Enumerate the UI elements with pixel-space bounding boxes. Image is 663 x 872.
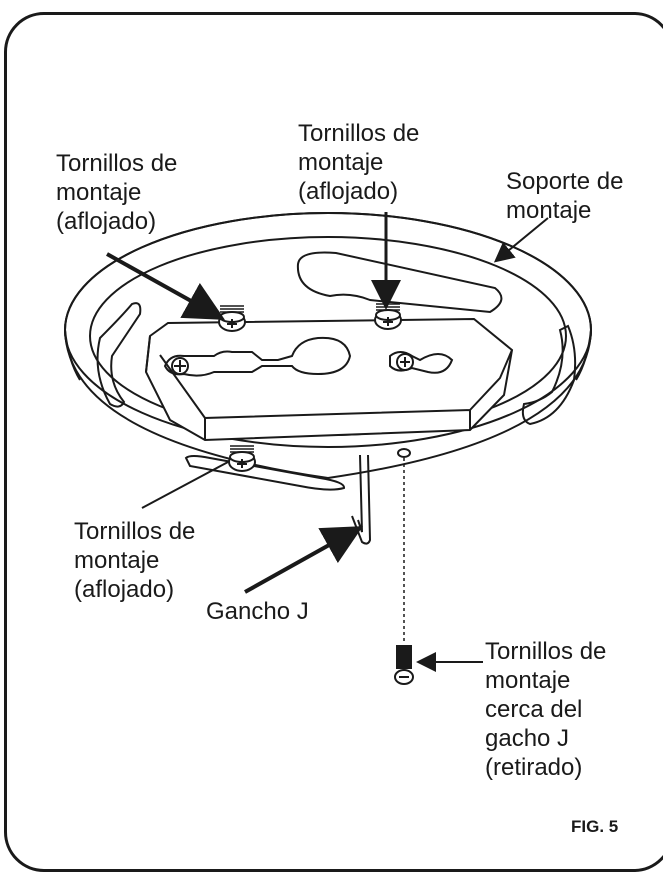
label-mounting-bracket: Soporte de montaje — [506, 167, 623, 225]
arrow-bracket — [493, 217, 549, 263]
label-line: Gancho J — [206, 598, 309, 625]
label-line: Tornillos de — [485, 638, 607, 665]
label-line: (retirado) — [485, 754, 583, 781]
line-bottom-screw — [141, 461, 229, 509]
label-line: montaje — [56, 179, 142, 206]
label-line: montaje — [74, 547, 160, 574]
label-line: montaje — [298, 149, 384, 176]
label-top-center: Tornillos de montaje (aflojado) — [298, 119, 419, 206]
label-line: (aflojado) — [298, 178, 399, 205]
label-j-hook: Gancho J — [206, 597, 309, 626]
figure-number: FIG. 5 — [571, 817, 619, 836]
arrow-top-left — [106, 252, 225, 320]
label-line: Tornillos de — [74, 518, 196, 545]
loose-screw-top-left — [218, 305, 246, 332]
removed-screw — [394, 645, 414, 685]
label-line: Tornillos de — [56, 150, 178, 177]
label-line: cerca del — [485, 696, 583, 723]
label-line: Soporte de — [506, 168, 624, 195]
label-line: gacho J — [485, 725, 570, 752]
loose-screw-top-center — [374, 303, 402, 330]
label-removed-screw: Tornillos de montaje cerca del gacho J (… — [485, 637, 606, 782]
label-line: (aflojado) — [56, 208, 157, 235]
label-line: montaje — [485, 667, 571, 694]
leader-lines — [106, 212, 549, 672]
label-top-left: Tornillos de montaje (aflojado) — [56, 149, 177, 236]
loose-screw-bottom — [228, 445, 256, 472]
label-bottom-left: Tornillos de montaje (aflojado) — [74, 517, 195, 604]
label-line: Tornillos de — [298, 120, 420, 147]
label-line: (aflojado) — [74, 576, 175, 603]
mounting-bracket — [64, 212, 592, 491]
arrow-j-hook — [244, 526, 363, 594]
label-line: montaje — [506, 197, 592, 224]
